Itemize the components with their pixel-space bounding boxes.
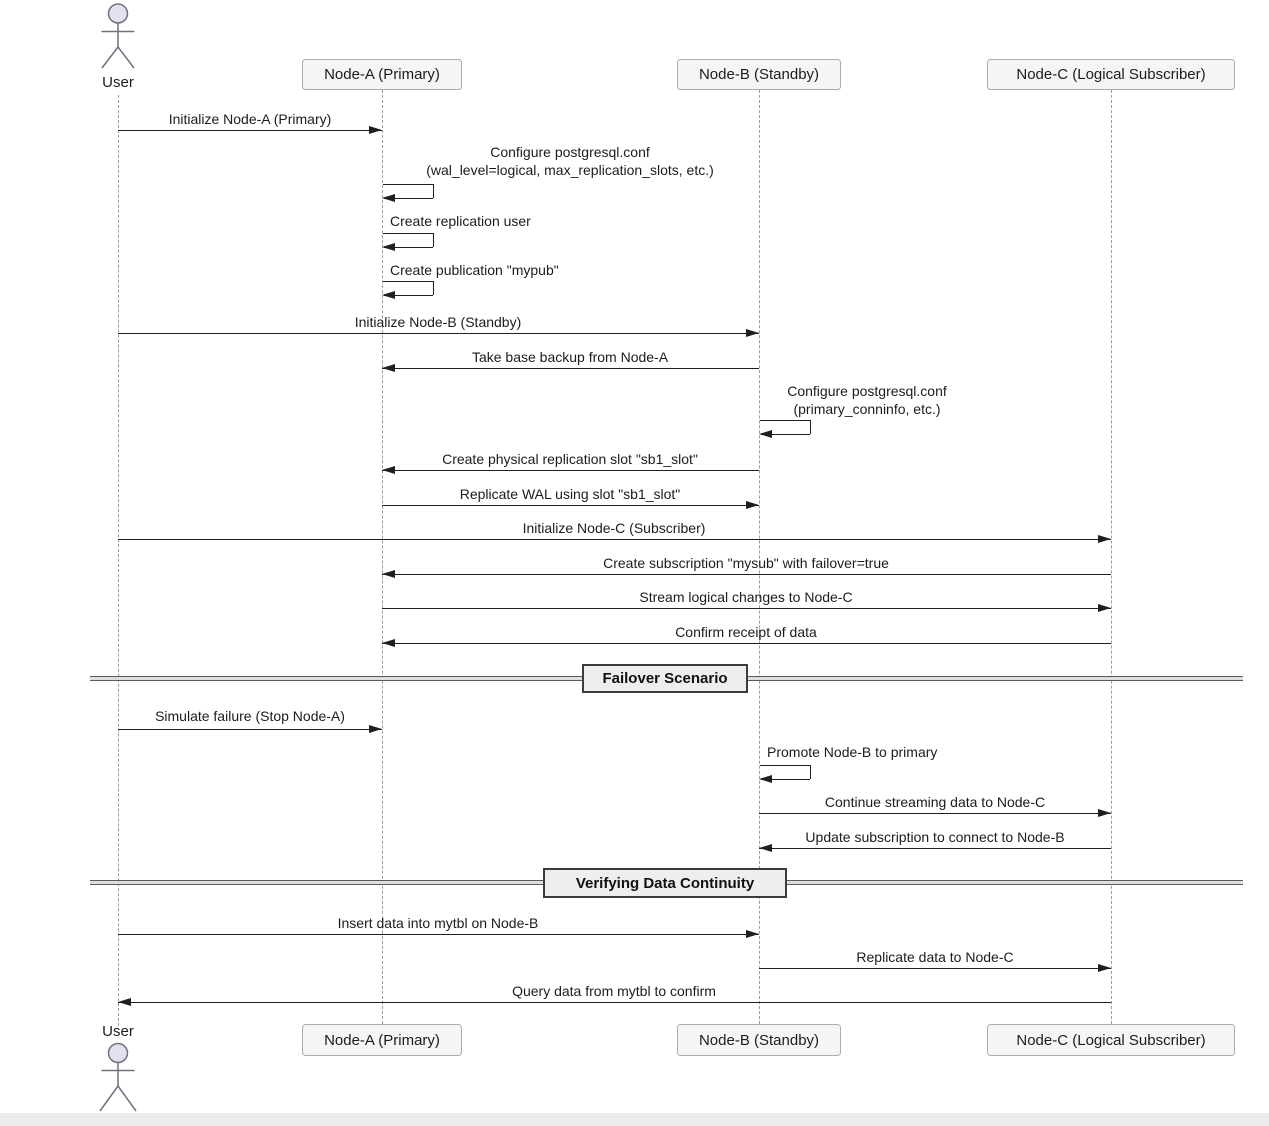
- self-loop-side: [433, 233, 434, 247]
- message-label: Promote Node-B to primary: [767, 744, 938, 760]
- message-line: [118, 1002, 1111, 1003]
- message-label: Initialize Node-A (Primary): [168, 111, 332, 127]
- message-label: Configure postgresql.conf: [787, 383, 947, 399]
- participant-node-c-top: Node-C (Logical Subscriber): [987, 59, 1235, 90]
- message-line: [382, 574, 1111, 575]
- message-label: Create publication "mypub": [390, 262, 559, 278]
- arrowhead-left-icon: [118, 998, 131, 1006]
- divider-failover-scenario: Failover Scenario: [582, 664, 748, 693]
- participant-node-c-bottom: Node-C (Logical Subscriber): [987, 1024, 1235, 1056]
- self-loop-bottom: [384, 247, 433, 248]
- lifeline-node-a: [381, 90, 383, 1024]
- arrowhead-right-icon: [1098, 604, 1111, 612]
- lifeline-user: [117, 95, 119, 1026]
- message-line: [118, 130, 382, 131]
- participant-node-a-bottom: Node-A (Primary): [302, 1024, 462, 1056]
- message-line: [382, 608, 1111, 609]
- self-loop-bottom: [761, 779, 810, 780]
- self-loop-side: [810, 420, 811, 434]
- message-line: [118, 934, 759, 935]
- message-label: Create physical replication slot "sb1_sl…: [442, 451, 698, 467]
- divider-verifying-data-continuity: Verifying Data Continuity: [543, 868, 787, 898]
- self-loop-bottom: [761, 434, 810, 435]
- self-loop-bottom: [384, 295, 433, 296]
- message-line: [118, 539, 1111, 540]
- arrowhead-right-icon: [369, 725, 382, 733]
- message-label: Confirm receipt of data: [675, 624, 817, 640]
- message-line: [382, 470, 759, 471]
- arrowhead-right-icon: [1098, 964, 1111, 972]
- message-label: Take base backup from Node-A: [471, 349, 669, 365]
- arrowhead-left-icon: [382, 570, 395, 578]
- arrowhead-right-icon: [369, 126, 382, 134]
- arrowhead-left-icon: [382, 243, 395, 251]
- message-line: [118, 333, 759, 334]
- arrowhead-left-icon: [382, 194, 395, 202]
- arrowhead-left-icon: [382, 466, 395, 474]
- arrowhead-left-icon: [382, 639, 395, 647]
- self-loop-top: [759, 420, 811, 421]
- arrowhead-right-icon: [1098, 535, 1111, 543]
- participant-node-b-bottom: Node-B (Standby): [677, 1024, 841, 1056]
- message-line: [759, 968, 1111, 969]
- self-loop-top: [382, 281, 434, 282]
- message-line: [759, 813, 1111, 814]
- message-label: Configure postgresql.conf: [490, 144, 650, 160]
- message-label: Continue streaming data to Node-C: [824, 794, 1046, 810]
- message-label: Initialize Node-B (Standby): [354, 314, 522, 330]
- participant-node-b-top: Node-B (Standby): [677, 59, 841, 90]
- lifeline-node-b: [758, 90, 760, 1024]
- message-label: Create subscription "mysub" with failove…: [603, 555, 889, 571]
- self-loop-bottom: [384, 198, 433, 199]
- arrowhead-left-icon: [759, 775, 772, 783]
- message-label: Insert data into mytbl on Node-B: [337, 915, 539, 931]
- self-loop-top: [382, 233, 434, 234]
- bottom-edge-band: [0, 1113, 1269, 1126]
- message-line: [118, 729, 382, 730]
- self-loop-top: [759, 765, 811, 766]
- message-line: [382, 368, 759, 369]
- message-label: Replicate WAL using slot "sb1_slot": [459, 486, 681, 502]
- message-label: Initialize Node-C (Subscriber): [522, 520, 706, 536]
- arrowhead-left-icon: [759, 844, 772, 852]
- message-label: Simulate failure (Stop Node-A): [155, 708, 345, 724]
- arrowhead-right-icon: [1098, 809, 1111, 817]
- arrowhead-right-icon: [746, 501, 759, 509]
- self-loop-side: [810, 765, 811, 779]
- message-line: [759, 848, 1111, 849]
- message-line: [382, 505, 759, 506]
- participant-node-a-top: Node-A (Primary): [302, 59, 462, 90]
- message-label: Stream logical changes to Node-C: [639, 589, 853, 605]
- arrowhead-right-icon: [746, 329, 759, 337]
- user-actor-icon: [99, 1042, 137, 1112]
- message-sublabel: (wal_level=logical, max_replication_slot…: [426, 162, 714, 178]
- self-loop-side: [433, 281, 434, 295]
- user-actor-icon: [101, 3, 135, 69]
- arrowhead-right-icon: [746, 930, 759, 938]
- message-label: Update subscription to connect to Node-B: [805, 829, 1065, 845]
- actor-label-user-bottom: User: [102, 1023, 134, 1040]
- message-line: [382, 643, 1111, 644]
- arrowhead-left-icon: [759, 430, 772, 438]
- lifeline-node-c: [1110, 90, 1112, 1024]
- arrowhead-left-icon: [382, 364, 395, 372]
- message-label: Create replication user: [390, 213, 531, 229]
- self-loop-top: [382, 184, 434, 185]
- self-loop-side: [433, 184, 434, 198]
- arrowhead-left-icon: [382, 291, 395, 299]
- message-label: Query data from mytbl to confirm: [512, 983, 716, 999]
- message-sublabel: (primary_conninfo, etc.): [793, 401, 941, 417]
- actor-label-user-top: User: [102, 74, 134, 91]
- message-label: Replicate data to Node-C: [856, 949, 1014, 965]
